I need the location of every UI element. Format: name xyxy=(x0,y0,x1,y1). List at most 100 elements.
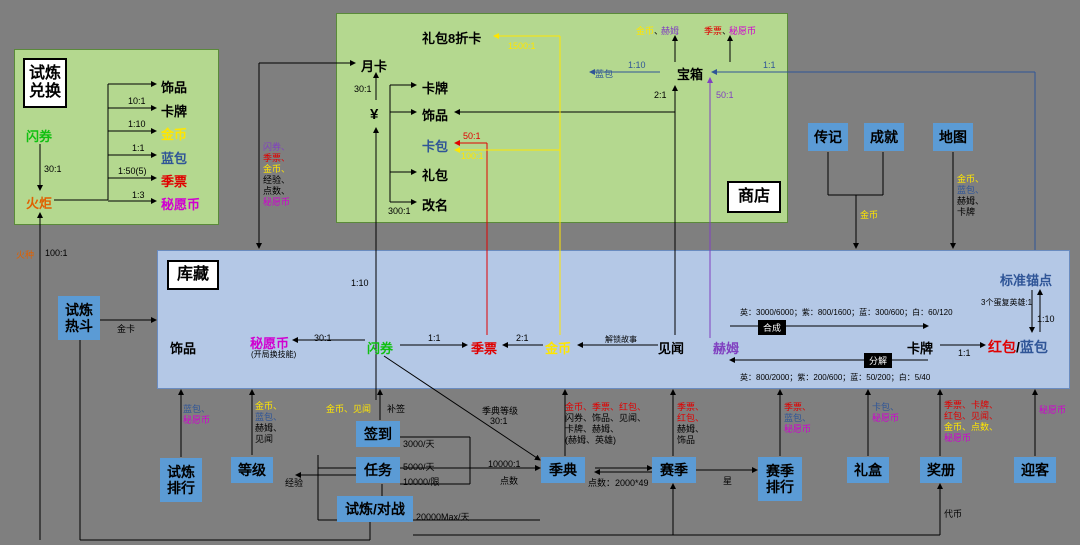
trial-arena-button[interactable]: 试炼热斗 xyxy=(58,296,100,340)
achievement-button[interactable]: 成就 xyxy=(864,123,904,151)
exchange-ratio-3: 1:1 xyxy=(132,143,145,153)
shop-gift-ratio: 1500:1 xyxy=(508,41,536,51)
exchange-ratio-2: 1:10 xyxy=(128,119,146,129)
monthly-list: 闪券、 季票、 金币、 经验、 点数、 秘愿币 xyxy=(263,142,290,208)
biography-button[interactable]: 传记 xyxy=(808,123,848,151)
season-rank-wish: 秘愿币 xyxy=(784,424,812,434)
level-rewards: 金币、 蓝包、 赫姆、 见闻 xyxy=(255,401,282,445)
exp-label: 经验 xyxy=(285,478,304,488)
level-reward-gold: 金币、 xyxy=(255,401,283,411)
shop-cardpack-ratio2: 100:1 xyxy=(461,151,484,161)
exchange-item-ornament: 饰品 xyxy=(161,80,188,95)
storage-title: 库藏 xyxy=(167,260,219,290)
season-reward-hm: 赫姆、 xyxy=(677,424,705,434)
storage-flash-ratio: 1:10 xyxy=(351,278,369,288)
exchange-ratio-4: 1:50(5) xyxy=(118,166,147,176)
monthly-ticket: 季票、 xyxy=(263,153,291,163)
season-rank-label: 赛季排行 xyxy=(766,462,794,495)
fire-seed: 火种 xyxy=(16,250,35,260)
exchange-ratio-5: 1:3 xyxy=(132,190,145,200)
synth-rates: 英：3000/6000；紫：800/1600；蓝：300/600；白：60/12… xyxy=(740,308,953,317)
task-label: 任务 xyxy=(364,461,392,478)
season-rank-button[interactable]: 赛季排行 xyxy=(758,457,802,501)
level-reward-hm: 赫姆、 xyxy=(255,423,283,433)
map-reward-bluepack: 蓝包、 xyxy=(957,185,985,195)
welcome-button[interactable]: 迎客 xyxy=(1014,457,1056,483)
giftbox-reward-wish: 秘愿币 xyxy=(872,413,900,423)
battle-cap: 20000Max/天 xyxy=(416,512,470,522)
season-reward-ornament: 饰品 xyxy=(677,435,696,445)
trial-rank-label: 试炼排行 xyxy=(167,463,195,496)
season-rank-rewards: 季票、 蓝包、 秘愿币 xyxy=(784,402,811,435)
storage-gold-ratio: 2:1 xyxy=(516,333,529,343)
pass-rewards: 金币、季票、红包、 闪券、饰品、见闻、 卡牌、赫姆、 (赫姆、英雄) xyxy=(565,402,646,446)
shop-item-rename: 改名 xyxy=(422,198,449,213)
storage-panel xyxy=(157,250,1070,389)
giftbox-reward-cardpack: 卡包、 xyxy=(872,402,900,412)
shop-title-text: 商店 xyxy=(737,187,770,205)
token-label: 代币 xyxy=(944,509,963,519)
map-button[interactable]: 地图 xyxy=(933,123,973,151)
storage-wish-ratio: 30:1 xyxy=(314,333,332,343)
chest-wish: 秘愿币 xyxy=(729,26,757,36)
trial-rank-rewards: 蓝包、 秘愿币 xyxy=(183,404,210,426)
chest-sep2: 、 xyxy=(722,26,732,36)
checkin-button[interactable]: 签到 xyxy=(356,421,400,447)
storage-wish-note: (开局换技能) xyxy=(251,350,297,359)
season-label: 赛季 xyxy=(660,461,688,478)
exchange-item-ticket: 季票 xyxy=(161,174,188,189)
trial-battle-button[interactable]: 试炼/对战 xyxy=(337,496,413,522)
award-book-button[interactable]: 奖册 xyxy=(920,457,962,483)
shop-item-card: 卡牌 xyxy=(422,81,449,96)
monthly-exp: 经验、 xyxy=(263,175,291,185)
shop-gift-card: 礼包8折卡 xyxy=(422,31,482,46)
storage-slash: / xyxy=(1016,339,1020,355)
biography-label: 传记 xyxy=(814,128,842,145)
monthly-points: 点数、 xyxy=(263,186,291,196)
season-button[interactable]: 赛季 xyxy=(652,457,696,483)
giftbox-button[interactable]: 礼盒 xyxy=(847,457,889,483)
decompose-rates: 英：800/2000；紫：200/600；蓝：50/200；白：5/40 xyxy=(740,373,931,382)
pass-ratio: 10000:1 xyxy=(488,459,521,469)
pass-reward-line4: (赫姆、英雄) xyxy=(565,435,616,445)
pass-reward-line1: 金币、季票、红包、 xyxy=(565,402,647,412)
shop-yen-ratio: 30:1 xyxy=(354,84,372,94)
chest-bluepack: 蓝包 xyxy=(595,69,614,79)
trial-rank-wish: 秘愿币 xyxy=(183,415,211,425)
chest-ticket: 季票 xyxy=(704,26,723,36)
trial-rank-button[interactable]: 试炼排行 xyxy=(160,458,202,502)
giftbox-label: 礼盒 xyxy=(854,461,882,478)
checkin-label: 签到 xyxy=(364,425,392,442)
season-pass-label: 季典 xyxy=(549,461,577,478)
season-reward-ticket: 季票、 xyxy=(677,402,705,412)
storage-ornament: 饰品 xyxy=(170,341,197,356)
anchor-note: 3个蛋复英雄:1 xyxy=(981,298,1033,307)
exchange-torch: 火炬 xyxy=(26,196,53,211)
achievement-label: 成就 xyxy=(870,128,898,145)
exchange-flash: 闪券 xyxy=(26,129,53,144)
shop-monthly-card: 月卡 xyxy=(361,59,388,74)
chest-ratio-hm: 50:1 xyxy=(716,90,734,100)
storage-herm: 赫姆 xyxy=(713,341,740,356)
shop-title: 商店 xyxy=(727,181,781,213)
award-reward-line4: 秘愿币 xyxy=(944,433,972,443)
level-button[interactable]: 等级 xyxy=(231,457,273,483)
season-pass-button[interactable]: 季典 xyxy=(541,457,585,483)
anchor-ratio: 1:10 xyxy=(1037,314,1055,324)
checkin-rewards: 金币、见闻 xyxy=(326,404,372,414)
giftbox-rewards: 卡包、 秘愿币 xyxy=(872,402,899,424)
storage-card-ratio: 1:1 xyxy=(958,348,971,358)
chest-ratio-blue: 1:10 xyxy=(628,60,646,70)
storage-title-text: 库藏 xyxy=(176,265,209,283)
exchange-flash-ratio: 30:1 xyxy=(44,164,62,174)
exchange-title-text: 试炼兑换 xyxy=(28,64,61,100)
shop-item-cardpack: 卡包 xyxy=(422,139,449,154)
season-rank-ticket: 季票、 xyxy=(784,402,812,412)
exchange-item-card: 卡牌 xyxy=(161,104,188,119)
points-label: 点数 xyxy=(500,476,519,486)
award-rewards: 季票、卡牌、 红包、见闻、 金币、点数、 秘愿币 xyxy=(944,400,998,444)
exchange-title: 试炼兑换 xyxy=(23,58,67,108)
exchange-item-wishcoin: 秘愿币 xyxy=(161,197,201,212)
task-button[interactable]: 任务 xyxy=(356,457,400,483)
